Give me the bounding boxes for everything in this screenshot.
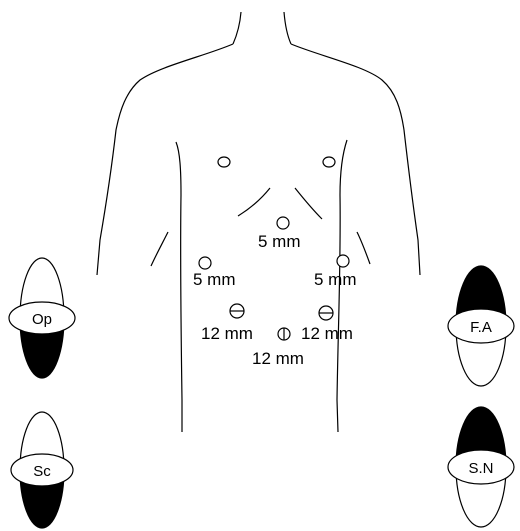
rib-left bbox=[238, 188, 270, 216]
neck-left bbox=[233, 12, 241, 44]
operator-figure: Op bbox=[9, 258, 75, 378]
port-5mm-left-label: 5 mm bbox=[193, 270, 236, 289]
scope-label: Sc bbox=[33, 463, 51, 480]
flank-left bbox=[151, 232, 168, 266]
port-12mm-left bbox=[230, 304, 244, 318]
port-12mm-left-label: 12 mm bbox=[201, 324, 253, 343]
scrub-nurse-label: S.N bbox=[468, 460, 493, 477]
port-12mm-umbilical-label: 12 mm bbox=[252, 349, 304, 368]
nipple-right bbox=[323, 157, 335, 167]
port-12mm-right bbox=[319, 306, 333, 320]
left-shoulder-arm bbox=[97, 44, 233, 275]
scrub-nurse-figure: S.N bbox=[448, 407, 514, 527]
torso-outline bbox=[97, 12, 420, 432]
operator-label: Op bbox=[32, 311, 52, 328]
neck-right bbox=[284, 12, 291, 44]
first-assistant-label: F.A bbox=[470, 319, 492, 336]
port-12mm-umbilical bbox=[278, 328, 290, 340]
port-12mm-right-label: 12 mm bbox=[301, 324, 353, 343]
nipple-left bbox=[218, 157, 230, 167]
port-5mm-upper bbox=[277, 217, 289, 229]
port-5mm-upper-label: 5 mm bbox=[258, 232, 301, 251]
right-shoulder-arm bbox=[291, 44, 420, 275]
rib-right bbox=[295, 188, 322, 219]
port-5mm-left bbox=[199, 257, 211, 269]
port-5mm-right bbox=[337, 255, 349, 267]
scope-holder-figure: Sc bbox=[11, 412, 73, 528]
left-torso-side bbox=[176, 142, 182, 432]
flank-right bbox=[357, 232, 370, 264]
first-assistant-figure: F.A bbox=[448, 266, 514, 386]
port-5mm-right-label: 5 mm bbox=[314, 270, 357, 289]
